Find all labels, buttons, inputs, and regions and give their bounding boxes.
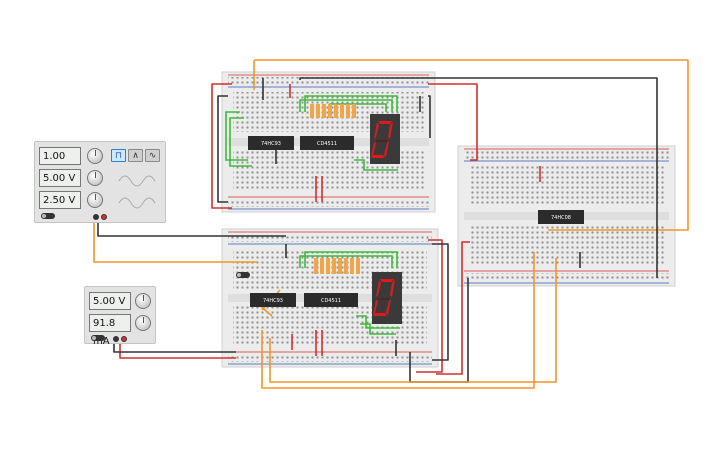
resistor-bank-top bbox=[310, 104, 356, 118]
function-generator[interactable]: 1.00 Hz 5.00 V 2.50 V ⊓ ∧ ∿ bbox=[34, 141, 166, 223]
psu-terminal-positive[interactable] bbox=[121, 336, 127, 342]
frequency-knob[interactable] bbox=[87, 148, 103, 164]
chip-bottom-decoder[interactable]: CD4511 bbox=[304, 293, 358, 307]
chip-top-counter[interactable]: 74HC93 bbox=[248, 136, 294, 150]
psu-terminal-negative[interactable] bbox=[113, 336, 119, 342]
chip-label: 74HC08 bbox=[551, 215, 571, 221]
current-knob[interactable] bbox=[135, 315, 151, 331]
wire-red-top-left bbox=[211, 83, 232, 209]
chip-gate[interactable]: 74HC08 bbox=[538, 210, 584, 224]
chip-label: CD4511 bbox=[321, 298, 341, 304]
chip-bottom-counter[interactable]: 74HC93 bbox=[250, 293, 296, 307]
chip-label: CD4511 bbox=[317, 141, 337, 147]
frequency-display: 1.00 Hz bbox=[39, 147, 81, 180]
power-switch-fg[interactable] bbox=[41, 213, 55, 219]
voltage-knob[interactable] bbox=[135, 293, 151, 309]
amplitude-knob[interactable] bbox=[87, 170, 103, 186]
wire-red-connector bbox=[436, 241, 470, 375]
square-wave-button[interactable]: ⊓ bbox=[111, 149, 126, 162]
segments-top bbox=[371, 121, 393, 158]
wire-black-top bbox=[299, 77, 658, 278]
wire-black-top-left bbox=[217, 95, 228, 203]
segments-bottom bbox=[373, 279, 395, 316]
power-supply[interactable]: 5.00 V 91.8 mA bbox=[84, 286, 156, 347]
terminal-positive[interactable] bbox=[101, 214, 107, 220]
power-switch-psu[interactable] bbox=[91, 335, 105, 341]
voltage-display: 5.00 V bbox=[89, 292, 131, 310]
terminal-negative[interactable] bbox=[93, 214, 99, 220]
offset-display: 2.50 V bbox=[39, 191, 81, 209]
waveform-preview bbox=[118, 175, 156, 209]
wire-red-top-right bbox=[428, 83, 478, 161]
seven-segment-bottom[interactable]: 0 bbox=[0, 0, 402, 324]
chip-label: 74HC93 bbox=[261, 141, 281, 147]
triangle-wave-button[interactable]: ∧ bbox=[128, 149, 143, 162]
chip-top-decoder[interactable]: CD4511 bbox=[300, 136, 354, 150]
seven-segment-top[interactable]: 0 bbox=[0, 0, 400, 164]
wire-black-connector bbox=[432, 243, 449, 361]
wire-orange-fg bbox=[93, 218, 258, 263]
slide-switch[interactable] bbox=[236, 272, 250, 278]
wire-orange-bottom-1 bbox=[261, 252, 535, 389]
digit-bottom: 0 bbox=[0, 0, 1, 1]
wire-orange-bottom-2 bbox=[269, 258, 557, 383]
chip-label: 74HC93 bbox=[263, 298, 283, 304]
wire-black-psu bbox=[113, 340, 236, 353]
wire-red-bottom-right bbox=[416, 239, 443, 373]
offset-knob[interactable] bbox=[87, 192, 103, 208]
sine-wave-button[interactable]: ∿ bbox=[145, 149, 160, 162]
wire-black-top-right bbox=[428, 95, 431, 138]
resistor-bank-bottom bbox=[314, 258, 360, 274]
current-display: 91.8 mA bbox=[89, 314, 131, 347]
wire-orange-top bbox=[253, 59, 689, 231]
wires-long bbox=[93, 59, 689, 389]
wire-black-fg bbox=[97, 218, 286, 237]
wire-red-psu bbox=[119, 340, 236, 359]
amplitude-display: 5.00 V bbox=[39, 169, 81, 187]
